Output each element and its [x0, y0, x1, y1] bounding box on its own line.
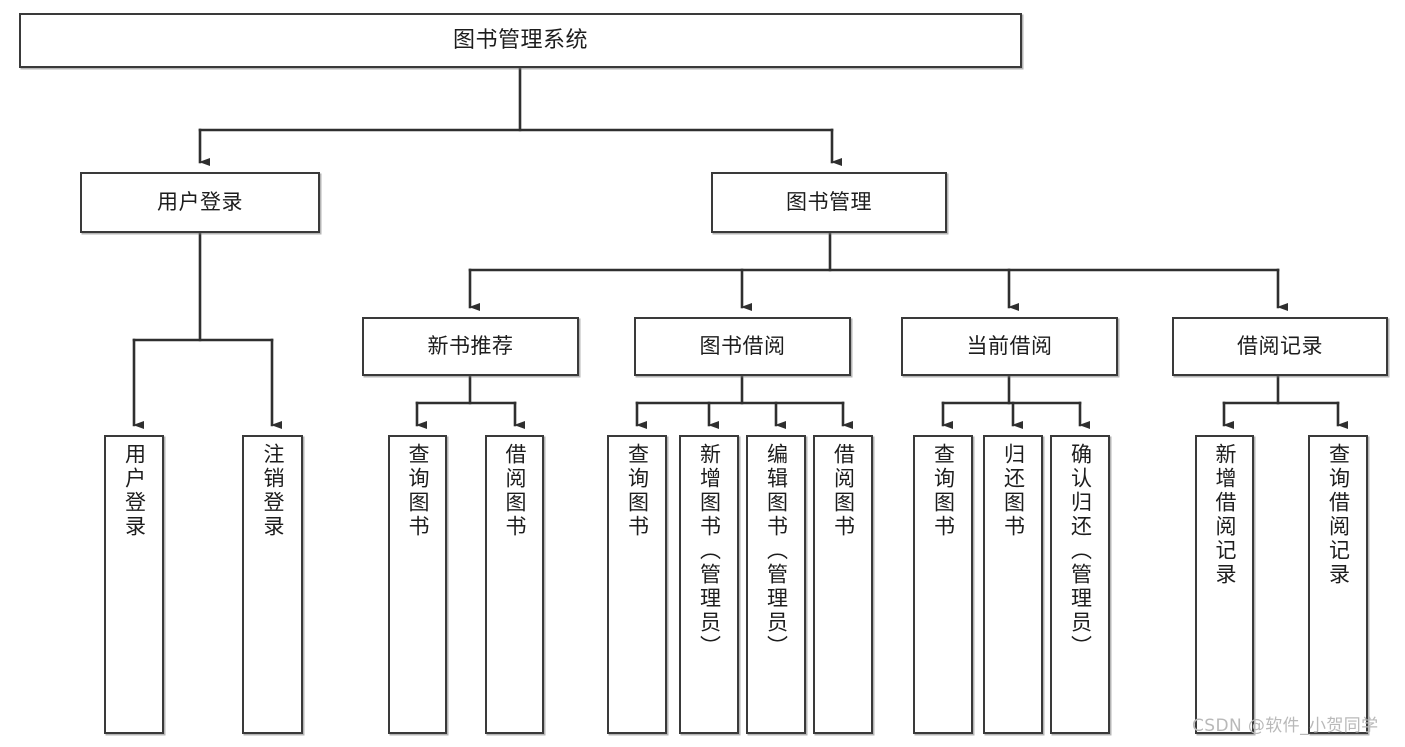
node-label: 用户登录 [157, 190, 243, 215]
node-leaf-user-login[interactable]: 用户登录 [104, 435, 164, 734]
node-label: 编辑图书（管理员） [764, 443, 789, 659]
node-label: 新增图书（管理员） [697, 443, 722, 659]
node-leaf-borrow-book[interactable]: 借阅图书 [813, 435, 873, 734]
node-label: 确认归还（管理员） [1068, 443, 1093, 659]
node-leaf-query-book-borrow[interactable]: 查询图书 [607, 435, 667, 734]
node-root-book-management-system[interactable]: 图书管理系统 [19, 13, 1022, 68]
node-label: 图书管理系统 [452, 27, 588, 53]
node-leaf-add-book-admin[interactable]: 新增图书（管理员） [679, 435, 739, 734]
node-current-borrow[interactable]: 当前借阅 [901, 317, 1118, 376]
node-book-management[interactable]: 图书管理 [711, 172, 947, 233]
watermark-credit: CSDN @软件_小贺同学 [1192, 716, 1379, 736]
node-label: 新增借阅记录 [1213, 443, 1237, 587]
node-label: 查询图书 [406, 443, 430, 539]
node-leaf-borrow-book-recommend[interactable]: 借阅图书 [485, 435, 544, 734]
node-label: 借阅图书 [831, 443, 856, 539]
node-leaf-query-borrow-record[interactable]: 查询借阅记录 [1308, 435, 1368, 734]
node-borrow-record[interactable]: 借阅记录 [1172, 317, 1388, 376]
node-label: 借阅记录 [1237, 334, 1323, 359]
node-label: 新书推荐 [427, 334, 514, 359]
node-leaf-confirm-return-admin[interactable]: 确认归还（管理员） [1050, 435, 1110, 734]
node-leaf-query-book-current[interactable]: 查询图书 [913, 435, 973, 734]
node-label: 注销登录 [261, 443, 285, 539]
node-new-book-recommend[interactable]: 新书推荐 [362, 317, 579, 376]
node-label: 图书借阅 [699, 334, 786, 359]
node-label: 图书管理 [786, 190, 872, 215]
node-leaf-edit-book-admin[interactable]: 编辑图书（管理员） [746, 435, 806, 734]
node-label: 查询借阅记录 [1326, 443, 1351, 587]
node-leaf-logout-login[interactable]: 注销登录 [242, 435, 303, 734]
node-label: 查询图书 [931, 443, 956, 539]
node-label: 归还图书 [1001, 443, 1026, 539]
node-leaf-query-book-recommend[interactable]: 查询图书 [388, 435, 447, 734]
node-leaf-add-borrow-record[interactable]: 新增借阅记录 [1195, 435, 1254, 734]
node-label: 用户登录 [122, 443, 147, 539]
node-label: 当前借阅 [966, 334, 1053, 359]
node-leaf-return-book[interactable]: 归还图书 [983, 435, 1043, 734]
node-user-login[interactable]: 用户登录 [80, 172, 320, 233]
node-book-borrow[interactable]: 图书借阅 [634, 317, 851, 376]
node-label: 查询图书 [625, 443, 650, 539]
node-label: 借阅图书 [503, 443, 527, 539]
